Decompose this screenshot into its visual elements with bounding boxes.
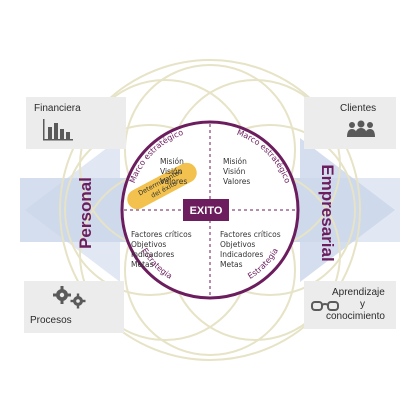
quadrant-top-left: Misión Visión Valores bbox=[160, 157, 187, 187]
corner-label-clientes: Clientes bbox=[340, 103, 377, 114]
quadrant-item: Objetivos bbox=[131, 240, 167, 249]
quadrant-top-right: Misión Visión Valores bbox=[223, 157, 250, 187]
corner-box-clientes: Clientes bbox=[304, 97, 396, 149]
quadrant-item: Indicadores bbox=[131, 250, 175, 259]
exito-box bbox=[183, 199, 229, 221]
corner-box-financiera: Financiera bbox=[26, 97, 126, 149]
corner-label-procesos: Procesos bbox=[30, 315, 72, 326]
corner-label-y: y bbox=[360, 299, 365, 310]
quadrant-item: Factores críticos bbox=[220, 230, 281, 239]
corner-box-aprendizaje: Aprendizaje y conocimiento bbox=[304, 281, 396, 329]
side-label-empresarial: Empresarial bbox=[318, 164, 337, 261]
quadrant-bottom-right: Factores críticos Objetivos Indicadores … bbox=[220, 230, 281, 270]
quadrant-item: Indicadores bbox=[220, 250, 264, 259]
quadrant-item: Valores bbox=[160, 177, 188, 186]
exito-label: EXITO bbox=[190, 205, 223, 217]
quadrant-item: Metas bbox=[131, 260, 154, 269]
corner-label-financiera: Financiera bbox=[34, 103, 81, 114]
quadrant-item: Visión bbox=[223, 167, 246, 176]
quadrant-item: Visión bbox=[160, 167, 183, 176]
quadrant-item: Misión bbox=[160, 157, 184, 166]
quadrant-bottom-left: Factores críticos Objetivos Indicadores … bbox=[131, 230, 192, 270]
quadrant-item: Misión bbox=[223, 157, 247, 166]
quadrant-item: Valores bbox=[223, 177, 251, 186]
quadrant-item: Factores críticos bbox=[131, 230, 192, 239]
side-label-personal: Personal bbox=[76, 177, 95, 249]
quadrant-item: Metas bbox=[220, 260, 243, 269]
glasses-icon bbox=[311, 301, 339, 311]
gears-icon bbox=[53, 286, 86, 309]
people-icon bbox=[347, 120, 375, 137]
quadrant-item: Objetivos bbox=[220, 240, 256, 249]
corner-box-procesos: Procesos bbox=[24, 281, 124, 333]
bar-chart-icon bbox=[43, 119, 73, 141]
corner-label-aprendizaje: Aprendizaje bbox=[332, 287, 385, 298]
corner-label-conocimiento: conocimiento bbox=[326, 311, 385, 322]
